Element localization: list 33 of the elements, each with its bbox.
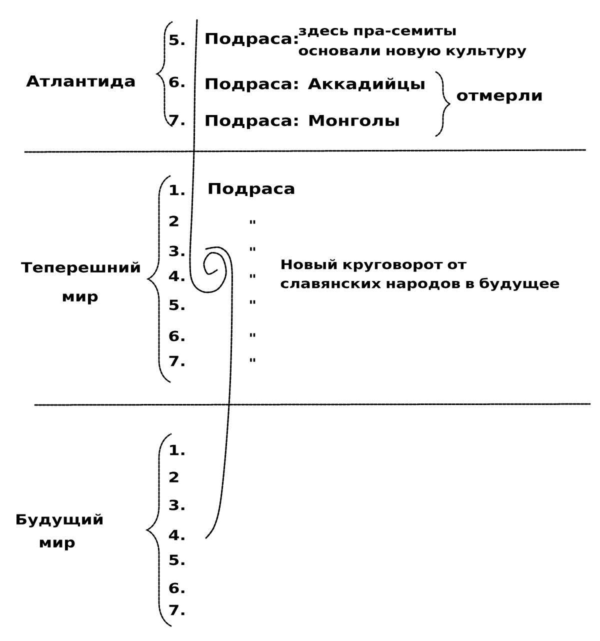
ditto-mark: " — [250, 220, 256, 224]
ditto-mark: " — [250, 358, 256, 362]
list-number: 6. — [169, 330, 184, 342]
ditto-mark: " — [250, 247, 256, 251]
list-number: 4. — [168, 530, 184, 540]
group-label: Будущий мир — [16, 514, 102, 550]
item-text: Подраса: Монголы — [206, 114, 399, 130]
list-number: 5. — [169, 300, 184, 310]
list-number: 4. — [168, 270, 184, 282]
list-number: 5. — [169, 34, 184, 46]
list-number: 6. — [169, 582, 184, 594]
list-number: 1. — [170, 444, 184, 456]
group-label: Атлантида — [26, 76, 135, 88]
note-text: здесь пра-семиты основали новую культуру — [298, 28, 526, 58]
list-number: 3. — [169, 246, 184, 256]
ditto-mark: " — [250, 333, 256, 337]
list-number: 1. — [170, 184, 184, 196]
list-number: 7. — [169, 604, 184, 616]
ditto-mark: " — [250, 300, 256, 304]
list-number: 2 — [170, 472, 178, 482]
ditto-mark: " — [250, 274, 256, 278]
list-number: 6. — [169, 76, 184, 88]
list-number: 5. — [169, 554, 184, 566]
list-number: 7. — [169, 356, 184, 366]
item-text: Подраса: — [206, 32, 298, 48]
item-text: Подраса — [208, 182, 294, 198]
group-label: Теперешний мир — [21, 262, 140, 304]
list-number: 3. — [169, 500, 184, 510]
list-number: 2 — [170, 216, 178, 226]
list-number: 7. — [169, 114, 184, 126]
item-text: Подраса: Аккадийцы — [206, 78, 424, 92]
note-text: отмерли — [456, 92, 542, 104]
note-text: Новый круговорот от славянских народов в будущее — [280, 259, 560, 291]
